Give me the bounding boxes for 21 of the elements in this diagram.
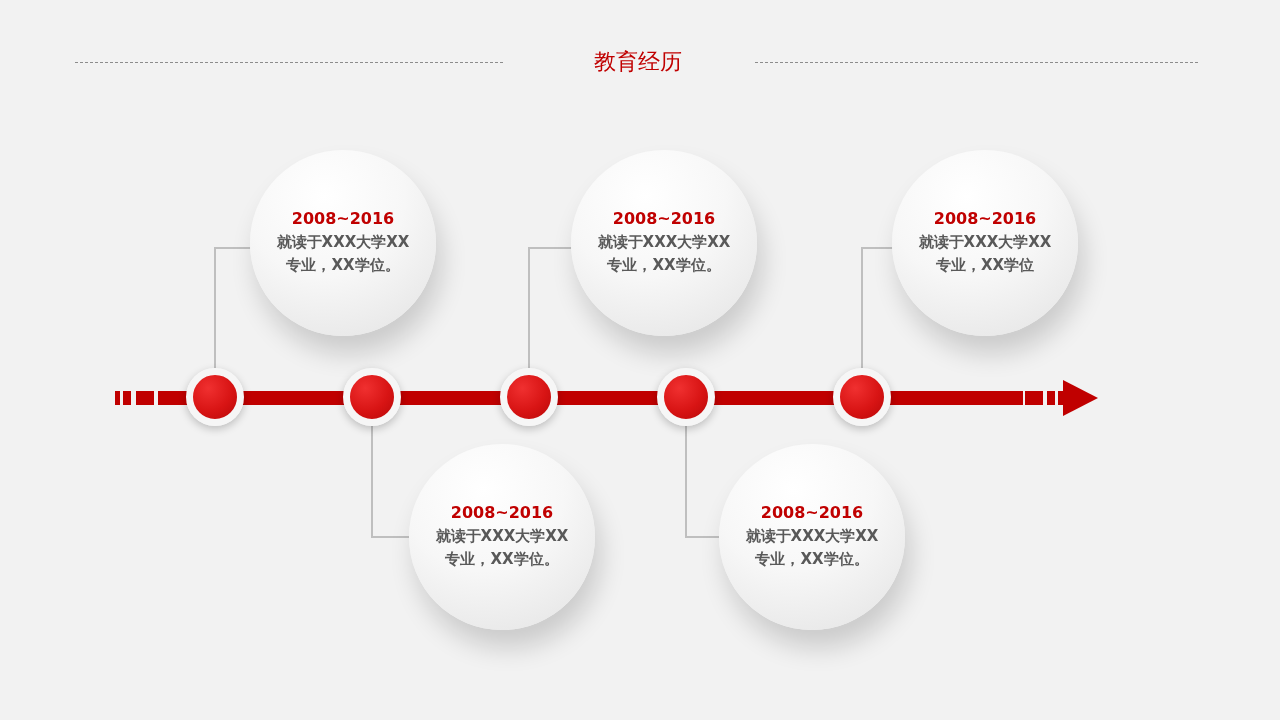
timeline-dot [657, 368, 715, 426]
leader-line [528, 247, 573, 369]
date-label: 2008~2016 [760, 503, 864, 523]
timeline-dot [186, 368, 244, 426]
date-label: 2008~2016 [291, 209, 395, 229]
description-text: 就读于XXX大学XX专业，XX学位。 [596, 232, 732, 276]
timeline-dot [343, 368, 401, 426]
date-label: 2008~2016 [612, 209, 716, 229]
description-text: 就读于XXX大学XX专业，XX学位。 [744, 526, 880, 570]
description-text: 就读于XXX大学XX专业，XX学位。 [434, 526, 570, 570]
description-text: 就读于XXX大学XX专业，XX学位 [917, 232, 1053, 276]
leader-line [371, 425, 410, 538]
title-text: 教育经历 [592, 48, 683, 76]
leader-line [685, 425, 720, 538]
leader-line [214, 247, 252, 369]
date-label: 2008~2016 [933, 209, 1037, 229]
leader-line [861, 247, 894, 369]
description-text: 就读于XXX大学XX专业，XX学位。 [275, 232, 411, 276]
timeline-dot [500, 368, 558, 426]
timeline-dot [833, 368, 891, 426]
date-label: 2008~2016 [450, 503, 554, 523]
